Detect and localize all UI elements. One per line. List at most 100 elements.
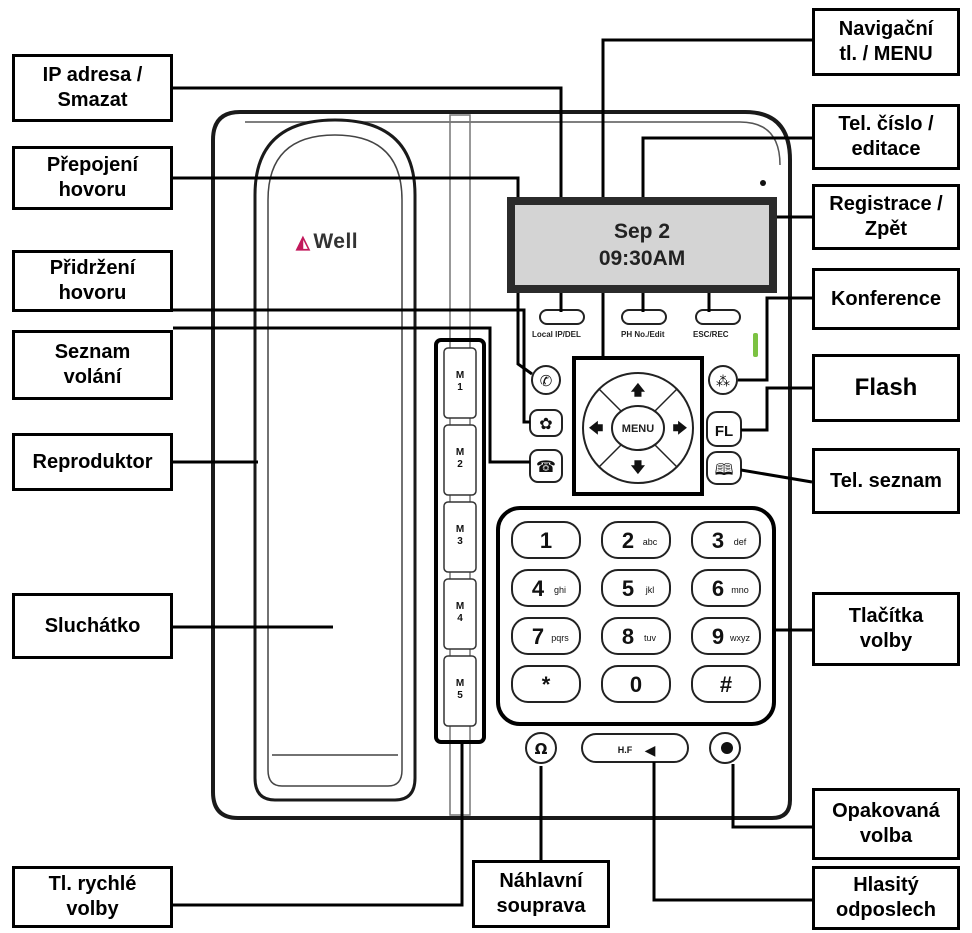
softkey-middle-label: PH No./Edit	[621, 330, 665, 339]
dial-key-frame[interactable]	[511, 665, 581, 703]
label-transfer: Přepojení hovoru	[12, 146, 173, 210]
dial-key-frame[interactable]	[511, 569, 581, 607]
redial-icon	[721, 742, 733, 754]
label-navigation: Navigační tl. / MENU	[812, 8, 960, 76]
label-speed-dial: Tl. rychlé volby	[12, 866, 173, 928]
call-list-icon: ☎	[536, 457, 556, 476]
dial-key-frame[interactable]	[691, 665, 761, 703]
dial-key[interactable]: 0	[601, 665, 671, 703]
softkey-left[interactable]	[539, 309, 585, 325]
phone-body-inner-edge	[245, 121, 781, 166]
dial-key-digit: 0	[630, 672, 642, 697]
dial-key-frame[interactable]	[691, 617, 761, 655]
memory-keys-highlight	[434, 338, 486, 744]
brand-logo: ◭Well	[296, 230, 358, 254]
phonebook-button[interactable]	[706, 451, 742, 485]
dial-key-letters: mno	[731, 585, 749, 595]
nav-right-icon[interactable]: 🡆	[673, 420, 688, 437]
dial-key-frame[interactable]	[601, 569, 671, 607]
memory-key-frame[interactable]	[443, 578, 477, 650]
leader-hold	[173, 308, 530, 424]
dial-key-frame[interactable]	[691, 521, 761, 559]
dial-key-letters: abc	[643, 537, 658, 547]
status-led	[753, 333, 758, 357]
speaker-icon: ◀	[645, 743, 656, 759]
dial-key-digit: 9	[712, 624, 724, 649]
leader-flash	[741, 386, 812, 432]
headset-icon: Ω	[535, 740, 548, 758]
headset-button[interactable]	[525, 732, 557, 764]
nav-up-icon[interactable]: 🡅	[631, 383, 646, 399]
dial-key-letters: wxyz	[729, 633, 750, 643]
dial-key-frame[interactable]	[511, 617, 581, 655]
dial-key-letters: tuv	[644, 633, 657, 643]
dial-key[interactable]: *	[511, 665, 581, 703]
brand-mark-icon: ◭	[296, 232, 311, 252]
handsfree-button[interactable]	[581, 733, 689, 763]
label-handset: Sluchátko	[12, 593, 173, 659]
dial-key-frame[interactable]	[601, 521, 671, 559]
label-hold: Přidržení hovoru	[12, 250, 173, 312]
leader-phonebook	[740, 468, 813, 484]
memory-key-frame[interactable]	[443, 501, 477, 573]
conference-icon: ⁂	[716, 374, 730, 390]
dial-key-digit: 4	[532, 576, 545, 601]
dial-key-frame[interactable]	[601, 617, 671, 655]
menu-button[interactable]	[611, 405, 665, 451]
leader-redial	[731, 764, 812, 829]
label-ip-address: IP adresa / Smazat	[12, 54, 173, 122]
brand-name: Well	[313, 230, 359, 253]
label-conference: Konference	[812, 268, 960, 330]
transfer-icon: ✆	[540, 372, 553, 390]
memory-key-frame[interactable]	[443, 347, 477, 419]
dial-key-digit: 5	[622, 576, 634, 601]
dial-key[interactable]: 2 abc	[601, 521, 671, 559]
conference-button[interactable]	[708, 365, 738, 395]
dial-key-digit: 2	[622, 528, 634, 553]
dial-key-digit: 1	[540, 528, 552, 553]
handset	[253, 118, 417, 802]
nav-left-icon[interactable]: 🡄	[589, 420, 604, 437]
navigation-highlight	[572, 356, 704, 496]
label-phonebook: Tel. seznam	[812, 448, 960, 514]
dial-key-letters: pqrs	[551, 633, 569, 643]
label-redial: Opakovaná volba	[812, 788, 960, 860]
memory-key-frame[interactable]	[443, 655, 477, 727]
dial-key-digit: *	[542, 672, 551, 697]
label-phone-number: Tel. číslo / editace	[812, 104, 960, 170]
sensor-dot	[760, 180, 766, 186]
dial-key[interactable]: #	[691, 665, 761, 703]
lcd-display: Sep 2 09:30AM	[507, 197, 777, 293]
softkey-right[interactable]	[695, 309, 741, 325]
call-list-button[interactable]	[529, 449, 563, 483]
label-headset: Náhlavní souprava	[472, 860, 610, 928]
dial-key-frame[interactable]	[511, 521, 581, 559]
dial-key-letters: def	[734, 537, 747, 547]
dial-key-frame[interactable]	[601, 665, 671, 703]
transfer-button[interactable]	[531, 365, 561, 395]
display-time: 09:30AM	[598, 247, 686, 270]
softkey-middle[interactable]	[621, 309, 667, 325]
dial-key-frame[interactable]	[691, 569, 761, 607]
dial-key[interactable]: 1	[511, 521, 581, 559]
memory-key-frame[interactable]	[443, 424, 477, 496]
nav-down-icon[interactable]: 🡇	[631, 460, 646, 476]
dial-key[interactable]: 9 wxyz	[691, 617, 761, 655]
display-date: Sep 2	[613, 219, 671, 243]
softkey-left-label: Local IP/DEL	[532, 330, 581, 339]
hold-icon: ✿	[539, 414, 552, 433]
